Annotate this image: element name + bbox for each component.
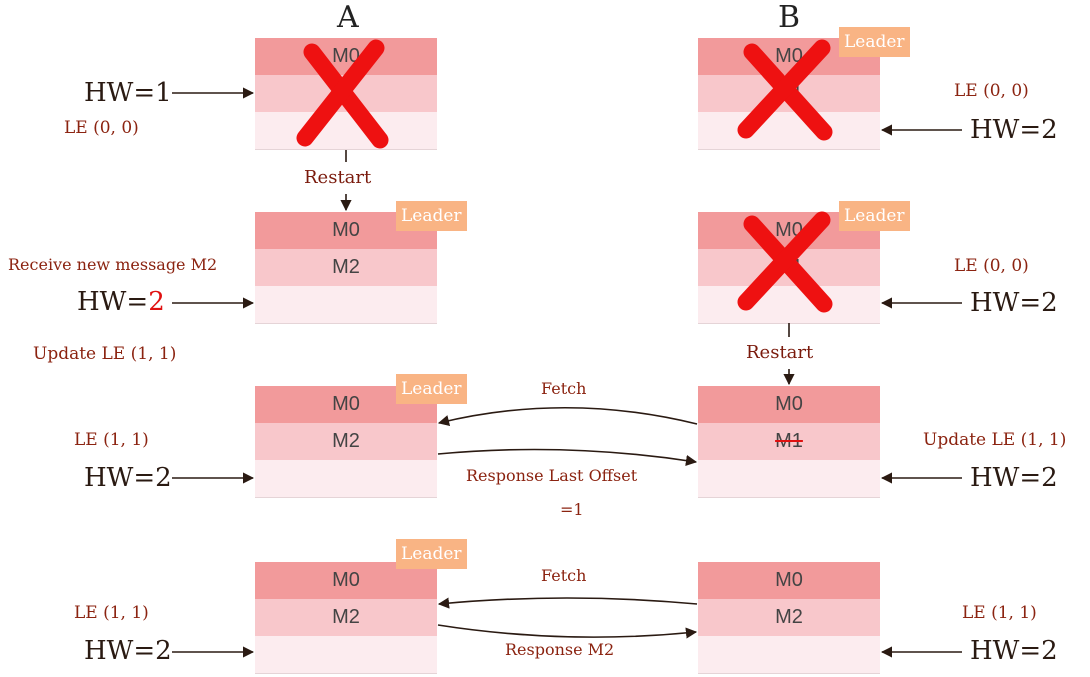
- le-a-row1: LE (0, 0): [64, 118, 139, 138]
- column-b-title: B: [778, 0, 801, 35]
- fetch-label-row3: Fetch: [541, 379, 587, 398]
- hw-a-row1: HW=1: [84, 78, 172, 108]
- leader-badge-b-row2: Leader: [839, 201, 910, 231]
- le-b-row1: LE (0, 0): [954, 81, 1029, 101]
- fetch-arrow: [437, 406, 698, 427]
- log-b-row4: M0 M2: [698, 562, 880, 675]
- response-arrow: [437, 624, 698, 639]
- response-value-row3: =1: [560, 500, 584, 519]
- hw-b-row2: HW=2: [970, 288, 1058, 318]
- leader-badge-a-row3: Leader: [396, 374, 467, 404]
- hw-b-row1: HW=2: [970, 115, 1058, 145]
- log-entry-1: M2: [255, 249, 437, 286]
- restart-label-a: Restart: [304, 167, 372, 188]
- le-a-row3: LE (1, 1): [74, 430, 149, 450]
- log-a-row2: M0 M2: [255, 212, 437, 325]
- log-entry-2: [698, 112, 880, 150]
- column-a-title: A: [337, 0, 359, 35]
- log-a-row1: M0: [255, 38, 437, 151]
- log-entry-1: M1: [698, 75, 880, 112]
- le-b-row2: LE (0, 0): [954, 256, 1029, 276]
- update-le-b-row3: Update LE (1, 1): [923, 430, 1067, 450]
- log-entry-1: M2: [698, 599, 880, 636]
- log-entry-1-truncated: M1: [698, 423, 880, 460]
- hw-b-row4: HW=2: [970, 636, 1058, 666]
- le-b-row4: LE (1, 1): [962, 603, 1037, 623]
- log-entry-0: M0: [698, 562, 880, 599]
- response-label-row3: Response Last Offset: [466, 466, 638, 485]
- log-entry-2: [698, 636, 880, 674]
- log-entry-0: M0: [698, 386, 880, 423]
- hw-a-row4: HW=2: [84, 636, 172, 666]
- log-entry-2: [255, 112, 437, 150]
- log-entry-1: M2: [255, 423, 437, 460]
- le-a-row4: LE (1, 1): [74, 603, 149, 623]
- truncated-message: M1: [775, 430, 803, 452]
- hw-b-row3: HW=2: [970, 463, 1058, 493]
- leader-badge-b-row1: Leader: [839, 27, 910, 57]
- log-entry-2: [255, 460, 437, 498]
- log-entry-2: [698, 460, 880, 498]
- hw-value-highlight: 2: [148, 287, 165, 317]
- log-entry-2: [698, 286, 880, 324]
- restart-label-b: Restart: [746, 342, 814, 363]
- response-label-row4: Response M2: [505, 640, 615, 659]
- log-entry-1: M2: [255, 599, 437, 636]
- update-le-a-row2: Update LE (1, 1): [33, 344, 177, 364]
- leader-badge-a-row2: Leader: [396, 201, 467, 231]
- fetch-label-row4: Fetch: [541, 566, 587, 585]
- log-entry-0: M0: [255, 38, 437, 75]
- log-entry-1: M1: [698, 249, 880, 286]
- log-a-row3: M0 M2: [255, 386, 437, 499]
- fetch-arrow: [437, 597, 698, 609]
- receive-message-note: Receive new message M2: [8, 255, 218, 274]
- log-entry-1: [255, 75, 437, 112]
- log-a-row4: M0 M2: [255, 562, 437, 675]
- log-entry-2: [255, 636, 437, 674]
- leader-badge-a-row4: Leader: [396, 539, 467, 569]
- log-entry-2: [255, 286, 437, 324]
- log-b-row3: M0 M1: [698, 386, 880, 499]
- hw-a-row3: HW=2: [84, 463, 172, 493]
- response-arrow: [437, 448, 698, 467]
- hw-prefix: HW=: [77, 287, 149, 317]
- hw-a-row2: HW=2: [77, 287, 165, 317]
